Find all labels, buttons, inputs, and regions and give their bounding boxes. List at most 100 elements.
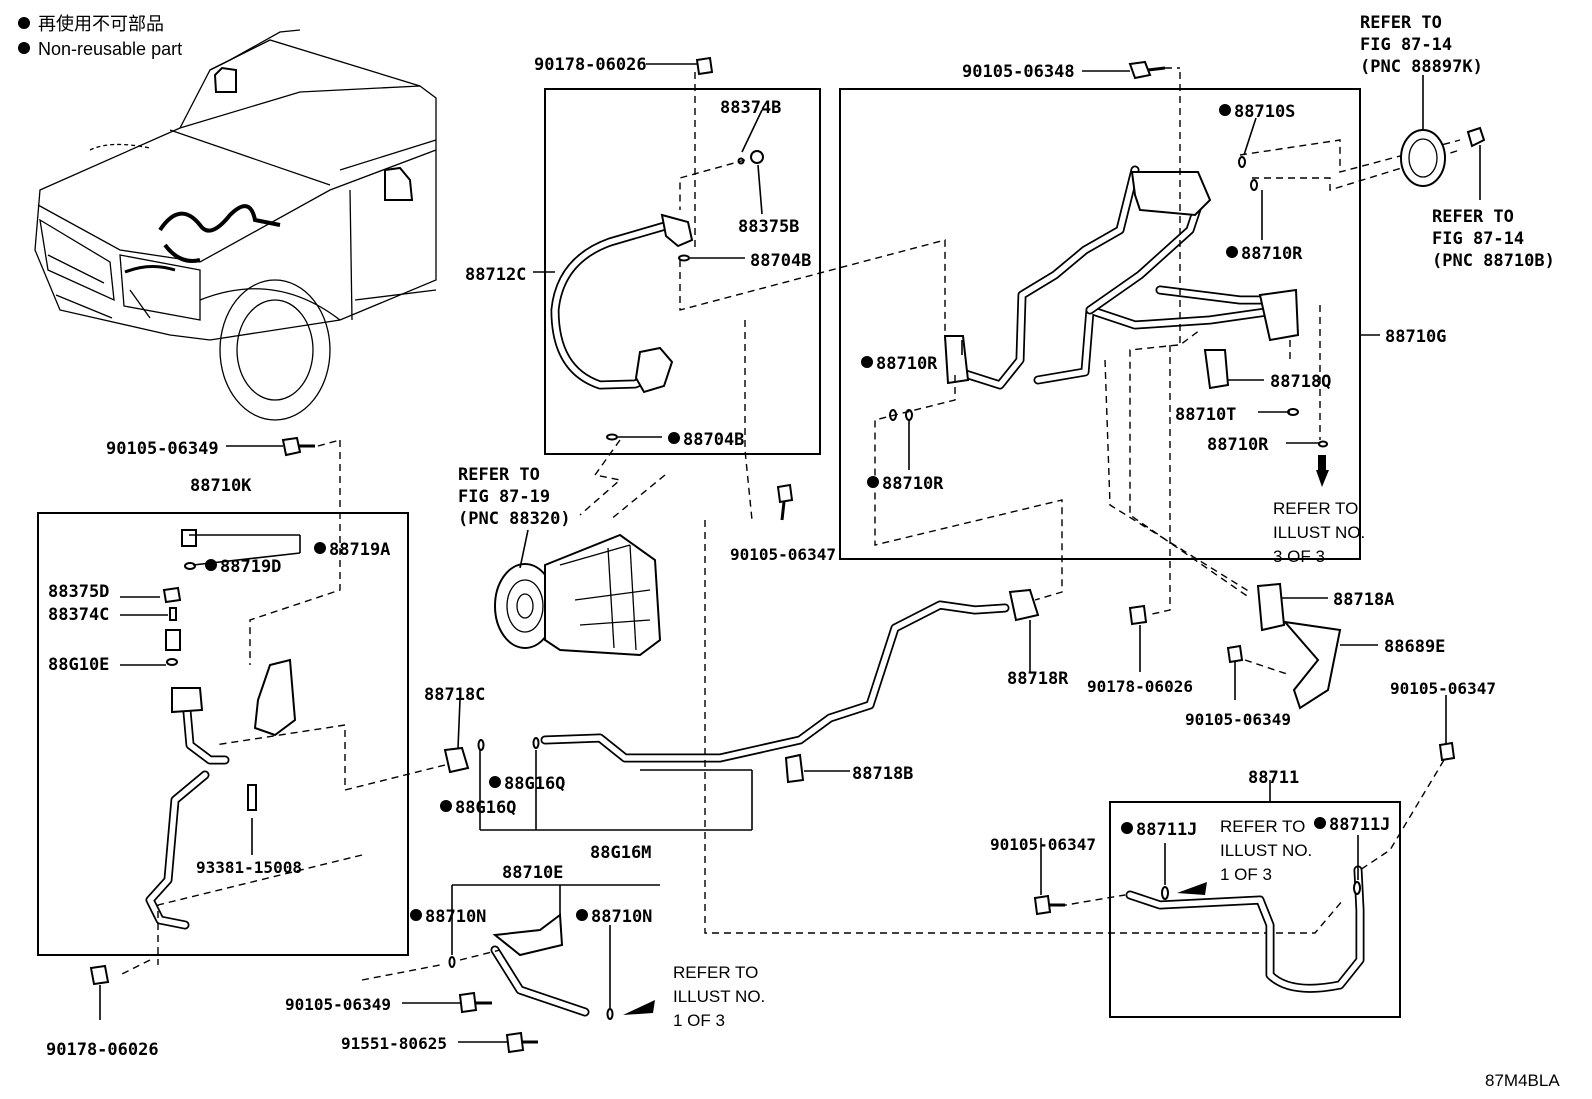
label-88710G: 88710G bbox=[1385, 327, 1446, 347]
arrow-right-icon bbox=[1177, 882, 1207, 895]
group-frame bbox=[544, 88, 821, 455]
label-90105-06348: 90105-06348 bbox=[962, 62, 1075, 82]
arrow-right-icon bbox=[623, 1000, 655, 1015]
liquid-pipe-group bbox=[839, 72, 1461, 616]
ref-illust-3-line3: 3 OF 3 bbox=[1273, 547, 1325, 566]
bolt-icon bbox=[281, 436, 302, 457]
pipe-end-fitting bbox=[1258, 288, 1300, 342]
o-ring-icon bbox=[1318, 440, 1328, 448]
pipe-stub-icon bbox=[1466, 126, 1486, 148]
o-ring-icon bbox=[184, 562, 196, 570]
label-88710T: 88710T bbox=[1175, 405, 1236, 425]
pipe-clamp-icon bbox=[1203, 349, 1230, 390]
legend: 再使用不可部品 Non-reusable part bbox=[18, 14, 182, 59]
label-88710K: 88710K bbox=[190, 476, 252, 496]
pipe-clamp-icon bbox=[1008, 588, 1040, 622]
label-90105-06347: 90105-06347 bbox=[730, 545, 836, 564]
bolt-icon bbox=[1033, 894, 1052, 916]
bracket-icon bbox=[1282, 620, 1342, 710]
label-90105-06347: 90105-06347 bbox=[1390, 679, 1496, 698]
bolt-icon bbox=[505, 1031, 525, 1054]
non-reusable-bullet-icon bbox=[668, 432, 680, 444]
o-ring-icon bbox=[606, 1008, 614, 1020]
label-88710N: 88710N bbox=[425, 907, 486, 927]
condenser-connection bbox=[1400, 75, 1486, 200]
ref-fig-87-14-line3: (PNC 88897K) bbox=[1360, 57, 1483, 77]
label-88374B: 88374B bbox=[720, 98, 781, 118]
o-ring-icon bbox=[1161, 886, 1169, 900]
label-88710R: 88710R bbox=[1241, 244, 1303, 264]
label-88718Q: 88718Q bbox=[1270, 372, 1331, 392]
legend-japanese: 再使用不可部品 bbox=[38, 14, 164, 34]
pipe-clamp-icon bbox=[443, 746, 470, 774]
leader-lines bbox=[99, 63, 1447, 1043]
label-88704B: 88704B bbox=[683, 430, 744, 450]
non-reusable-bullet-icon bbox=[18, 42, 30, 54]
non-reusable-bullet-icon bbox=[1121, 822, 1133, 834]
hose-fitting-upper bbox=[660, 213, 694, 248]
o-ring-icon bbox=[1250, 179, 1258, 191]
service-cap-icon bbox=[750, 150, 764, 164]
label-88719D: 88719D bbox=[220, 557, 281, 577]
reference-notes: REFER TO FIG 87-14 (PNC 88897K) REFER TO… bbox=[458, 13, 1555, 1030]
label-88710S: 88710S bbox=[1234, 102, 1295, 122]
bolt-icon bbox=[247, 784, 257, 811]
label-88718C: 88718C bbox=[424, 685, 485, 705]
o-ring-icon bbox=[477, 739, 485, 751]
o-ring-icon bbox=[532, 737, 540, 749]
bolt-icon bbox=[458, 991, 478, 1014]
label-90105-06349: 90105-06349 bbox=[1185, 710, 1291, 729]
non-reusable-bullet-icon bbox=[867, 476, 879, 488]
label-88375B: 88375B bbox=[738, 217, 799, 237]
group-frame bbox=[839, 88, 1361, 560]
compressor-illustration bbox=[494, 533, 662, 657]
label-88G16M: 88G16M bbox=[590, 843, 651, 863]
non-reusable-bullet-icon bbox=[576, 909, 588, 921]
label-88710N: 88710N bbox=[591, 907, 652, 927]
service-valve-icon bbox=[165, 629, 181, 651]
discharge-pipe-group bbox=[37, 440, 446, 976]
nut-icon bbox=[89, 964, 110, 986]
ref-fig-87-14-line3: (PNC 88710B) bbox=[1432, 251, 1555, 271]
group-frame bbox=[37, 512, 409, 956]
non-reusable-bullet-icon bbox=[440, 800, 452, 812]
non-reusable-bullet-icon bbox=[205, 559, 217, 571]
suction-hose-group bbox=[544, 72, 946, 521]
non-reusable-bullet-icon bbox=[18, 17, 30, 29]
o-ring-icon bbox=[166, 658, 178, 666]
fasteners bbox=[89, 56, 1456, 1054]
ref-illust-3-line2: ILLUST NO. bbox=[1273, 523, 1365, 542]
non-reusable-bullet-icon bbox=[1314, 817, 1326, 829]
non-reusable-bullet-icon bbox=[861, 356, 873, 368]
label-91551-80625: 91551-80625 bbox=[341, 1034, 447, 1053]
label-88704B: 88704B bbox=[750, 251, 811, 271]
bolt-icon bbox=[1128, 60, 1152, 80]
pipe-bracket-group bbox=[1244, 582, 1451, 871]
non-reusable-bullet-icon bbox=[410, 909, 422, 921]
label-88G16Q: 88G16Q bbox=[504, 774, 565, 794]
label-88711: 88711 bbox=[1248, 768, 1299, 788]
label-88374C: 88374C bbox=[48, 605, 109, 625]
ref-fig-87-14-line2: FIG 87-14 bbox=[1432, 229, 1524, 249]
ref-illust-3-line1: REFER TO bbox=[1273, 499, 1358, 518]
non-reusable-bullet-icon bbox=[1226, 246, 1238, 258]
label-88719A: 88719A bbox=[329, 540, 390, 560]
label-88689E: 88689E bbox=[1384, 637, 1445, 657]
service-cap-icon bbox=[162, 586, 182, 604]
label-90105-06349: 90105-06349 bbox=[285, 995, 391, 1014]
o-ring-icon bbox=[678, 254, 690, 262]
o-ring-icon bbox=[606, 433, 618, 441]
label-90105-06349: 90105-06349 bbox=[106, 439, 219, 459]
ref-fig-87-14-line2: FIG 87-14 bbox=[1360, 35, 1452, 55]
discharge-hose-88G16M bbox=[443, 520, 1344, 934]
pressure-switch-block bbox=[171, 687, 204, 714]
pipe-bracket-icon bbox=[253, 658, 297, 737]
label-88G16Q: 88G16Q bbox=[455, 798, 516, 818]
pressure-switch-icon bbox=[181, 529, 197, 547]
label-93381-15008: 93381-15008 bbox=[196, 858, 302, 877]
o-ring-icon bbox=[1353, 881, 1361, 895]
bolt-icon bbox=[1226, 644, 1244, 664]
label-88G10E: 88G10E bbox=[48, 655, 109, 675]
label-88718B: 88718B bbox=[852, 764, 913, 784]
